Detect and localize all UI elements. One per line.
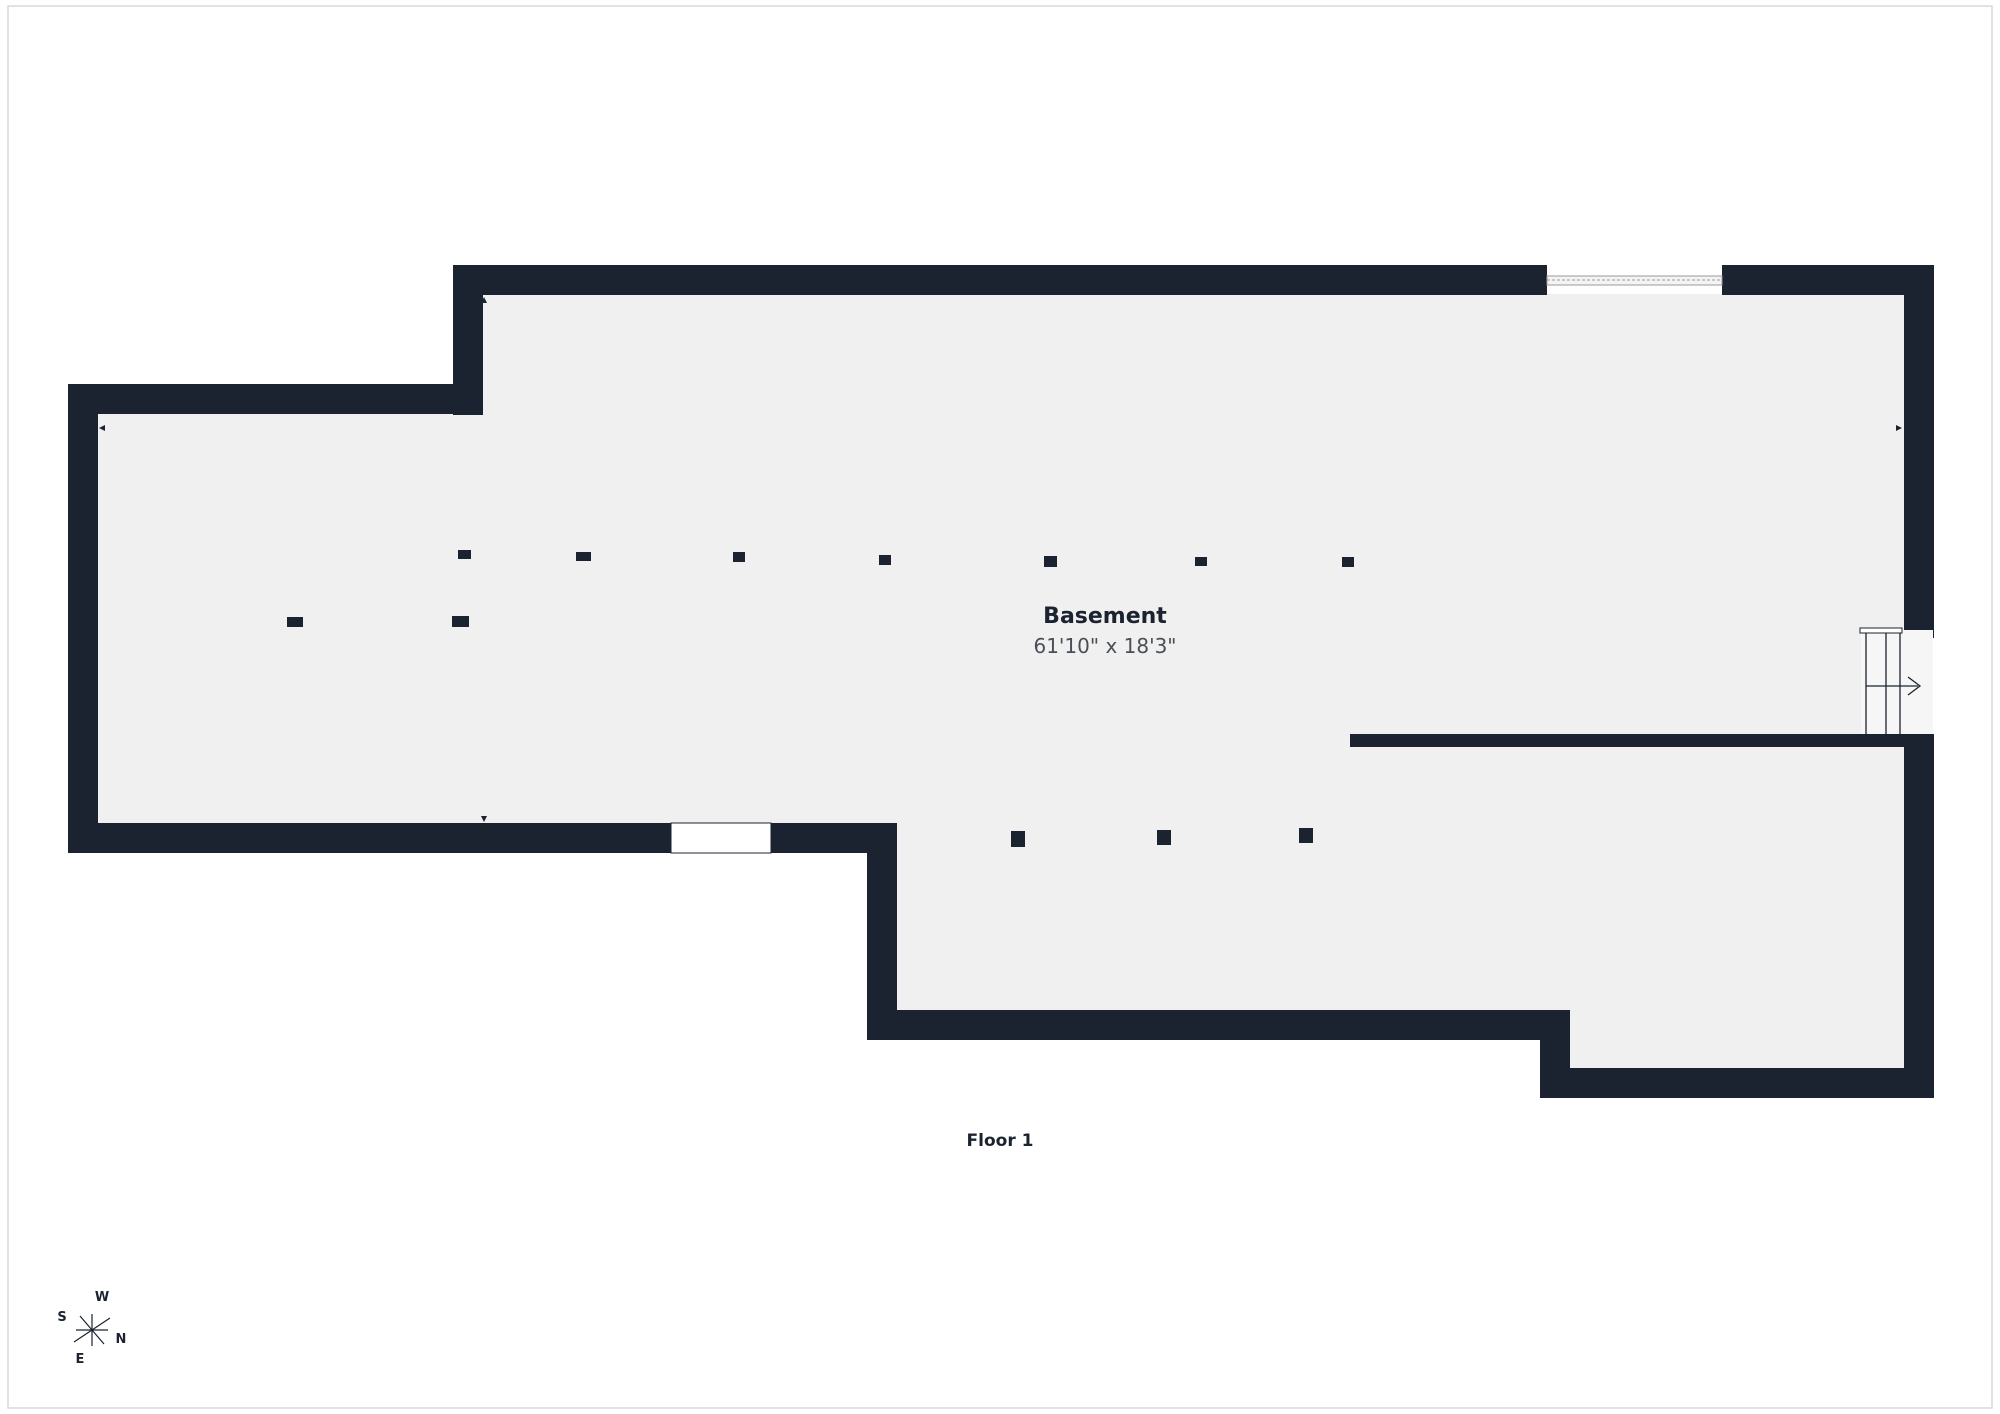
wall-right-lower: [1904, 734, 1934, 1098]
marker-bottom-icon: [481, 816, 487, 822]
marker-left-icon: [99, 425, 105, 431]
wall-interior-partition: [1350, 734, 1905, 747]
pillar: [1342, 557, 1354, 567]
compass-icon: W S N E: [57, 1290, 126, 1367]
pillar: [452, 616, 469, 627]
measurement-markers: [99, 297, 1902, 822]
pillar: [1195, 557, 1207, 566]
pillar: [1157, 830, 1171, 845]
wall-top-right: [1722, 265, 1933, 295]
room-name: Basement: [1043, 604, 1167, 629]
pillar: [458, 550, 471, 559]
walls: [68, 265, 1934, 1098]
floor-area: [97, 294, 1905, 1068]
compass-east: E: [76, 1352, 85, 1367]
wall-notch-vertical: [867, 823, 897, 1040]
floor-label: Floor 1: [967, 1131, 1034, 1151]
stairs: [1859, 627, 1933, 734]
compass-south: S: [57, 1310, 66, 1325]
wall-top-left: [453, 265, 1547, 295]
wall-right-upper: [1904, 265, 1934, 638]
page-frame: [7, 5, 1993, 1409]
pillars: [287, 550, 1354, 847]
compass-west: W: [95, 1290, 109, 1305]
pillar: [879, 555, 891, 565]
pillar: [1299, 828, 1313, 843]
compass-north: N: [116, 1332, 127, 1347]
pillar: [576, 552, 591, 561]
wall-step-horizontal: [68, 384, 483, 414]
stair-direction-arrow-icon: [1907, 676, 1922, 696]
marker-right-icon: [1896, 425, 1902, 431]
wall-bottom-middle: [867, 1010, 1570, 1040]
room-dimensions: 61'10" x 18'3": [1033, 634, 1176, 658]
wall-bottom-left-a: [68, 823, 672, 853]
pillar: [287, 617, 303, 627]
pillar: [1044, 556, 1057, 567]
marker-top-icon: [481, 297, 487, 303]
bottom-opening: [670, 822, 772, 854]
wall-left: [68, 384, 98, 852]
pillar: [733, 552, 745, 562]
wall-bottom-right: [1540, 1068, 1933, 1098]
pillar: [1011, 831, 1025, 847]
top-window: [1546, 275, 1723, 286]
